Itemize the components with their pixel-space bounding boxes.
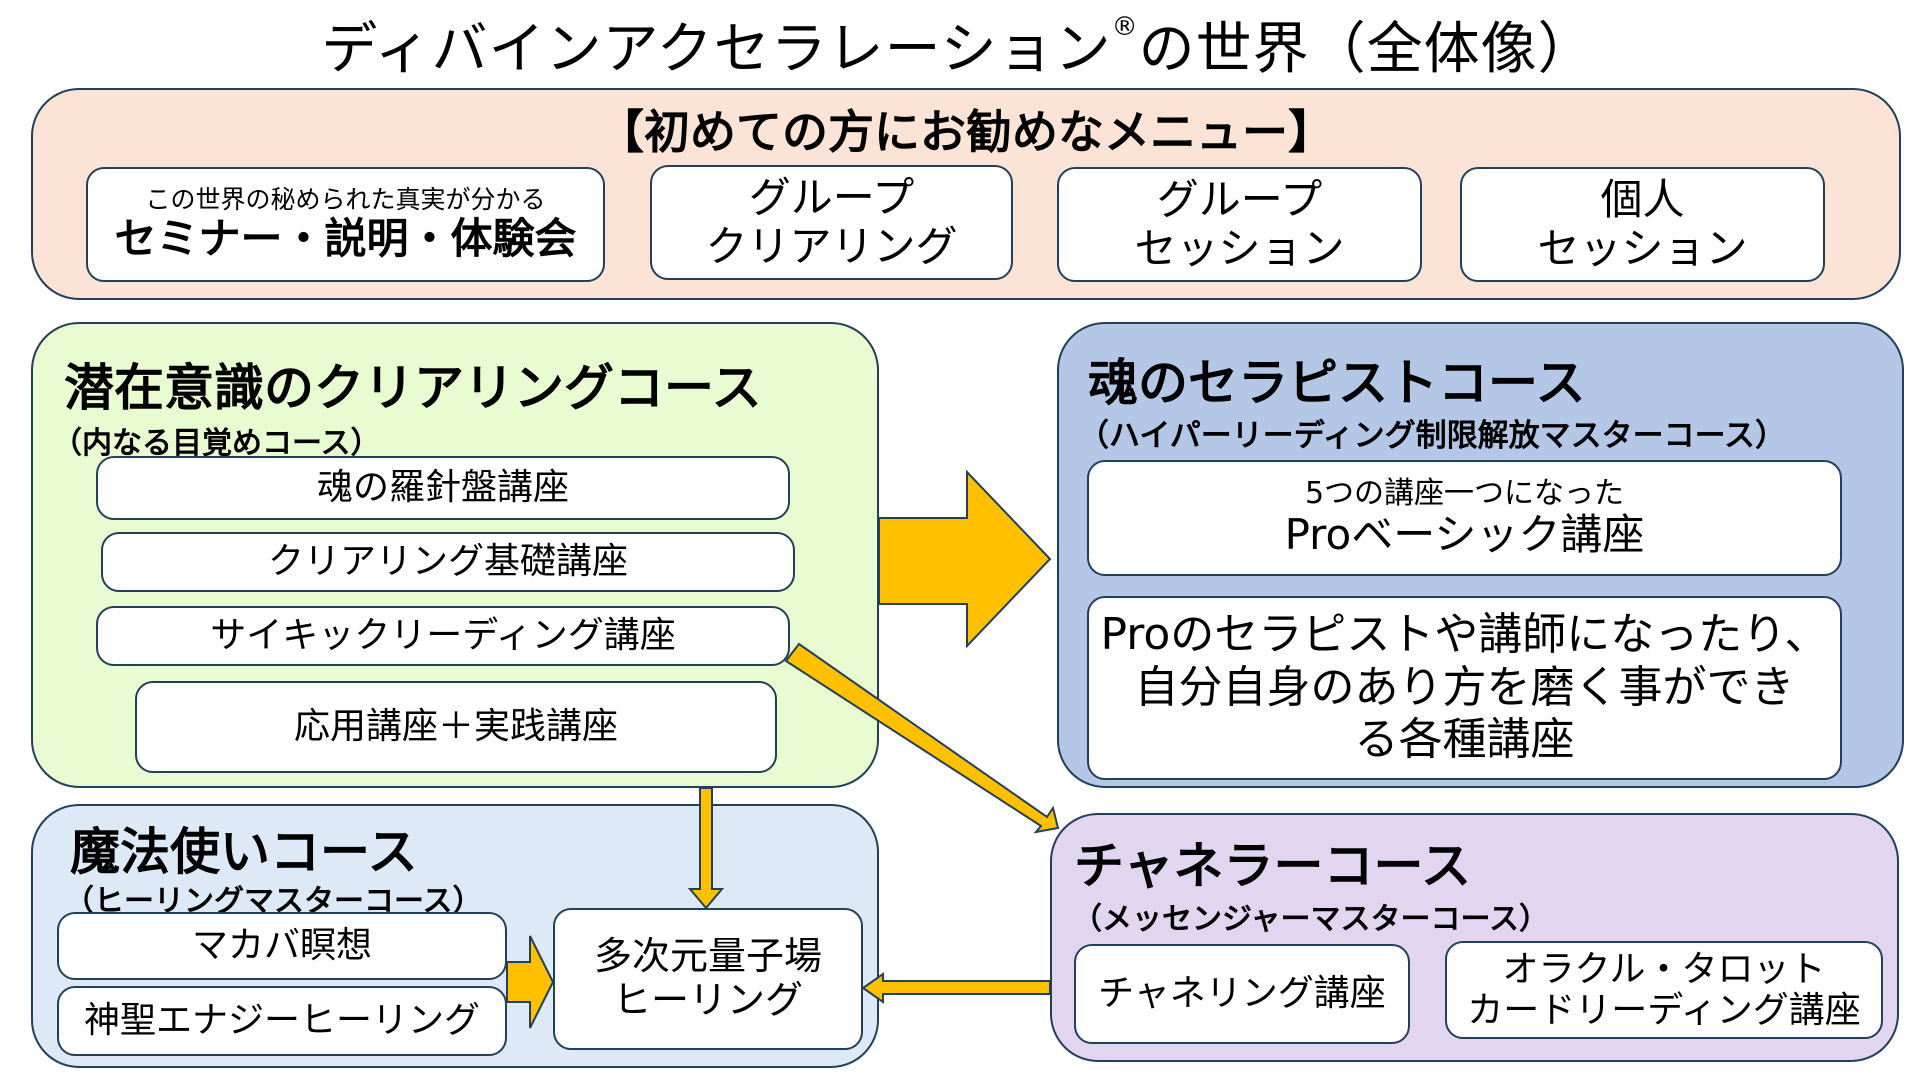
- personal-session-line1: 個人: [1600, 175, 1685, 225]
- therapist-course-subtitle: （ハイパーリーディング制限解放マスターコース）: [1078, 418, 1787, 454]
- title-main: ディバインアクセラレーション: [321, 17, 1112, 82]
- seminar-subtitle: この世界の秘められた真実が分かる: [145, 184, 546, 214]
- pro-basic-subtitle: 5つの講座一つになった: [1304, 475, 1625, 511]
- various-courses-line3: る各種講座: [1354, 714, 1575, 766]
- intro-menu-item-group-session[interactable]: グループ セッション: [1057, 167, 1422, 282]
- clearing-item-applied-practice[interactable]: 応用講座＋実践講座: [135, 681, 777, 773]
- registered-mark: ®: [1111, 12, 1139, 42]
- wizard-item-divine-energy-healing[interactable]: 神聖エナジーヒーリング: [57, 986, 507, 1056]
- therapist-course-title: 魂のセラピストコース: [1088, 354, 1586, 412]
- intro-menu-item-seminar[interactable]: この世界の秘められた真実が分かる セミナー・説明・体験会: [86, 167, 605, 282]
- quantum-healing-line2: ヒーリング: [612, 978, 803, 1022]
- oracle-tarot-line2: カードリーディング講座: [1467, 990, 1861, 1031]
- group-clearing-line1: グループ: [748, 173, 915, 223]
- title-suffix: の世界（全体像）: [1138, 17, 1595, 82]
- channeler-item-oracle-tarot[interactable]: オラクル・タロット カードリーディング講座: [1445, 941, 1883, 1039]
- personal-session-line2: セッション: [1537, 223, 1748, 273]
- group-session-line1: グループ: [1156, 175, 1323, 225]
- oracle-tarot-line1: オラクル・タロット: [1502, 948, 1826, 990]
- intro-menu-heading: 【初めての方にお勧めなメニュー】: [598, 105, 1334, 159]
- therapist-item-pro-basic[interactable]: 5つの講座一つになった Proベーシック講座: [1087, 460, 1842, 576]
- clearing-item-soul-compass[interactable]: 魂の羅針盤講座: [96, 456, 790, 520]
- wizard-course-title: 魔法使いコース: [70, 823, 418, 881]
- intro-menu-item-group-clearing[interactable]: グループ クリアリング: [650, 165, 1013, 280]
- channeling-label: チャネリング講座: [1098, 973, 1386, 1015]
- seminar-label: セミナー・説明・体験会: [114, 213, 577, 263]
- channeler-course-subtitle: （メッセンジャーマスターコース）: [1072, 902, 1549, 937]
- arrow-channeler-to-quantum: [861, 972, 1051, 1004]
- pro-basic-label: Proベーシック講座: [1284, 510, 1645, 560]
- clearing-item-clearing-basics[interactable]: クリアリング基礎講座: [101, 532, 795, 592]
- channeler-item-channeling[interactable]: チャネリング講座: [1074, 944, 1410, 1044]
- group-clearing-line2: クリアリング: [705, 221, 958, 271]
- wizard-item-merkaba[interactable]: マカバ瞑想: [57, 912, 507, 980]
- group-session-line2: セッション: [1134, 223, 1345, 273]
- clearing-course-subtitle: （内なる目覚めコース）: [52, 426, 381, 461]
- arrow-clearing-to-therapist: [878, 469, 1052, 649]
- clearing-item-psychic-reading[interactable]: サイキックリーディング講座: [96, 606, 790, 666]
- therapist-item-various-courses[interactable]: Proのセラピストや講師になったり、 自分自身のあり方を磨く事ができ る各種講座: [1087, 596, 1842, 780]
- clearing-course-title: 潜在意識のクリアリングコース: [64, 359, 762, 417]
- wizard-item-quantum-healing[interactable]: 多次元量子場 ヒーリング: [553, 908, 863, 1050]
- channeler-course-title: チャネラーコース: [1074, 837, 1471, 895]
- quantum-healing-line1: 多次元量子場: [593, 934, 822, 979]
- page-title: ディバインアクセラレーション®の世界（全体像）: [0, 4, 1916, 85]
- various-courses-line2: 自分自身のあり方を磨く事ができ: [1134, 661, 1795, 713]
- intro-menu-item-personal-session[interactable]: 個人 セッション: [1460, 167, 1825, 282]
- various-courses-line1: Proのセラピストや講師になったり、: [1100, 608, 1829, 660]
